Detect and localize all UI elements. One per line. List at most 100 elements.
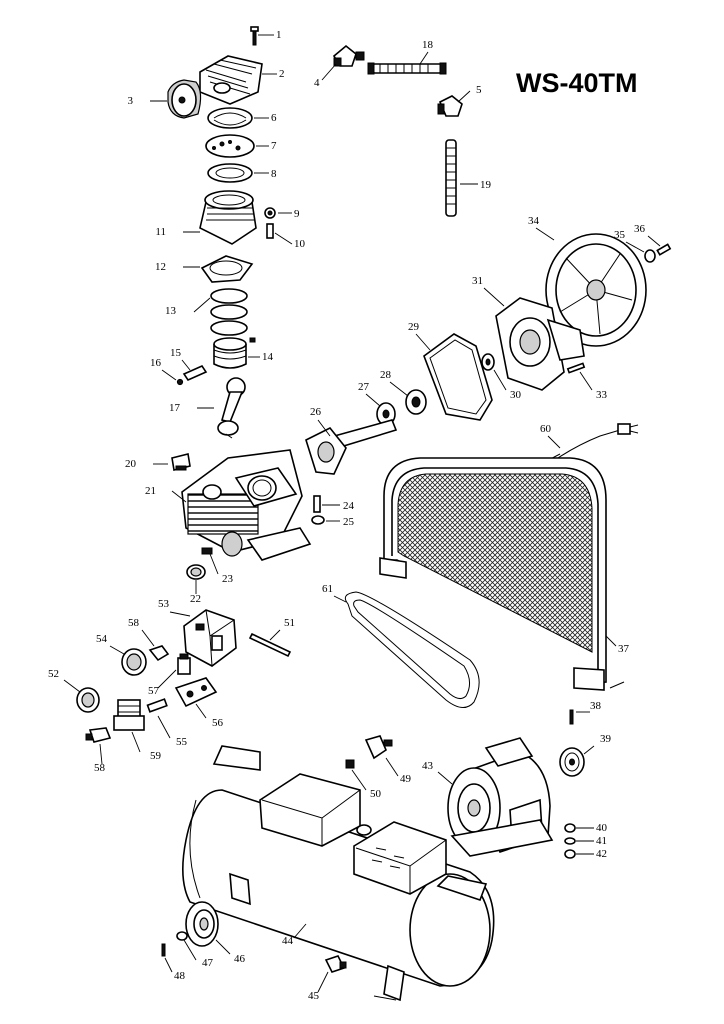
piston-part-14 (213, 337, 256, 369)
callout-number: 9 (294, 208, 300, 220)
wrist-pin-part-15 (182, 364, 208, 382)
bolt-part-42 (564, 849, 576, 859)
callout-number: 42 (596, 848, 607, 860)
fitting-part-57 (177, 653, 191, 675)
bolt-part-24 (313, 495, 321, 513)
model-title: WS-40TM (516, 68, 638, 98)
bolt-part-1 (250, 26, 259, 46)
callout-number: 19 (480, 179, 492, 191)
leader-line (269, 629, 281, 641)
flywheel-part-34 (545, 233, 647, 347)
callout-number: 27 (358, 381, 370, 393)
callout-number: 41 (596, 835, 607, 847)
callout-number: 55 (176, 736, 188, 748)
callout-number: 58 (94, 762, 106, 774)
stud-part-10 (266, 223, 274, 239)
callout-labels: 1234567891011121314151617181920212223242… (48, 29, 646, 1002)
leader-line (493, 369, 507, 391)
callout-number: 37 (618, 643, 630, 655)
crankcase-part-21 (181, 449, 312, 561)
leader-line (535, 227, 555, 241)
leader-line (193, 297, 211, 313)
washer-part-25 (311, 515, 325, 525)
manifold-part-56 (174, 677, 218, 708)
elbow-part-5 (437, 95, 463, 117)
leader-line (579, 371, 593, 391)
leader-line (351, 769, 367, 791)
callout-number: 13 (165, 305, 177, 317)
callout-number: 2 (279, 68, 285, 80)
cylinder-head-part-2 (199, 55, 263, 105)
leader-line (141, 629, 155, 647)
leader-line (157, 715, 171, 739)
plug-part-23 (201, 547, 213, 555)
callout-number: 43 (422, 760, 434, 772)
leader-line (274, 232, 293, 245)
callout-number: 56 (212, 717, 224, 729)
callout-number: 46 (234, 953, 246, 965)
clip-part-16 (176, 378, 184, 386)
gasket-part-12 (200, 255, 254, 283)
leader-line (209, 553, 219, 575)
leader-line (164, 957, 173, 973)
air-tank-part-44 (182, 745, 495, 1002)
gasket-part-29 (423, 333, 493, 421)
cylinder-part-11 (199, 190, 257, 245)
pin-part-48 (161, 943, 166, 957)
bearing-part-27 (376, 402, 396, 426)
bearing-part-28 (405, 389, 427, 415)
washer-part-47 (176, 931, 188, 941)
callout-number: 50 (370, 788, 382, 800)
callout-number: 4 (314, 77, 320, 89)
leader-line (625, 241, 645, 253)
callout-number: 60 (540, 423, 552, 435)
check-valve-part-49 (364, 735, 393, 760)
callout-number: 7 (271, 140, 277, 152)
leader-line (321, 63, 337, 81)
callout-number: 29 (408, 321, 420, 333)
leader-line (647, 235, 661, 247)
callout-leaders (63, 34, 661, 993)
motor-part-43 (447, 737, 554, 857)
crankshaft-part-26 (305, 419, 398, 475)
leader-line (181, 359, 191, 371)
callout-number: 36 (634, 223, 646, 235)
callout-number: 47 (202, 957, 214, 969)
callout-number: 15 (170, 347, 182, 359)
callout-number: 49 (400, 773, 412, 785)
leader-line (293, 923, 307, 939)
regulator-part-59 (113, 699, 145, 731)
piston-rings-part-13 (210, 288, 248, 336)
leader-line (171, 490, 187, 503)
valve-part-50 (345, 759, 355, 769)
callout-number: 30 (510, 389, 522, 401)
callout-number: 38 (590, 700, 602, 712)
leader-line (109, 645, 125, 655)
callout-number: 44 (282, 935, 294, 947)
connecting-rod-part-17 (217, 377, 246, 439)
callout-number: 6 (271, 112, 277, 124)
gasket-part-6 (207, 107, 253, 129)
drain-valve-part-45 (324, 955, 347, 973)
leader-line (419, 51, 429, 65)
callout-number: 20 (125, 458, 137, 470)
leader-line (215, 939, 231, 955)
callout-number: 16 (150, 357, 162, 369)
callout-number: 52 (48, 668, 59, 680)
callout-number: 8 (271, 168, 277, 180)
callout-number: 59 (150, 750, 162, 762)
callout-number: 3 (128, 95, 134, 107)
bolt-part-36 (656, 243, 672, 256)
callout-number: 12 (155, 261, 166, 273)
leader-line (333, 595, 347, 603)
leader-line (317, 419, 331, 437)
washer-part-35 (644, 249, 656, 263)
callout-number: 18 (422, 39, 434, 51)
pressure-switch-part-53 (183, 609, 237, 667)
leader-line (99, 743, 103, 765)
leader-line (183, 939, 197, 961)
callout-number: 48 (174, 970, 186, 982)
fitting-part-58-upper (148, 645, 170, 662)
belt-guard-part-37 (379, 457, 625, 691)
drain-plug-part-22 (186, 564, 206, 580)
